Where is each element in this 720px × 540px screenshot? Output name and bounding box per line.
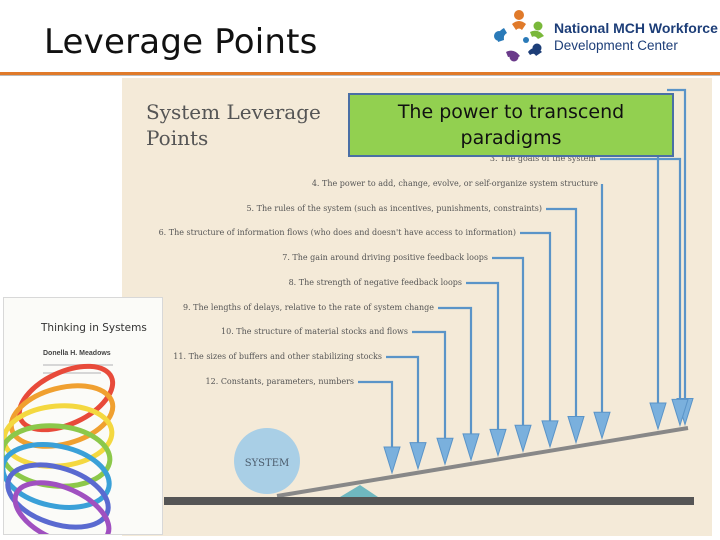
paradigm-callout: The power to transcend paradigms: [348, 93, 674, 157]
leverage-item-8-arrow-connector: [466, 281, 500, 434]
logo: National MCH Workforce Development Cente…: [488, 6, 718, 66]
leverage-item-10-arrow-connector: [412, 330, 447, 443]
leverage-item-6-arrow-connector: [520, 231, 552, 425]
book-author: Donella H. Meadows: [43, 350, 111, 357]
leverage-item-5-arrow-arrowhead: [567, 416, 585, 445]
diagram-heading-line1: System Leverage: [146, 100, 321, 124]
leverage-item-12-arrow-connector: [358, 380, 394, 451]
leverage-item-label: 7. The gain around driving positive feed…: [282, 253, 488, 262]
leverage-item-9-arrow-arrowhead: [462, 433, 480, 462]
leverage-item-7-arrow-connector: [492, 256, 525, 430]
logo-text: National MCH Workforce Development Cente…: [554, 20, 718, 54]
leverage-item-5-arrow-connector: [546, 207, 578, 421]
leverage-item-11-arrow-connector: [386, 355, 420, 447]
leverage-item-3-arrow-connector: [600, 157, 682, 404]
leverage-item-label: 11. The sizes of buffers and other stabi…: [173, 352, 382, 361]
leverage-item-8-arrow-arrowhead: [489, 428, 507, 458]
title-divider-gray: [0, 75, 720, 76]
lever-beam: [276, 426, 689, 498]
leverage-item-12-arrow-arrowhead: [383, 446, 401, 475]
ground-bar: [164, 497, 694, 505]
leverage-item-label: 4. The power to add, change, evolve, or …: [312, 179, 598, 188]
diagram-heading-line2: Points: [146, 126, 208, 150]
leverage-item-label: 8. The strength of negative feedback loo…: [289, 278, 462, 287]
leverage-item-label: 9. The lengths of delays, relative to th…: [183, 303, 434, 312]
logo-line1: National MCH Workforce: [554, 20, 718, 36]
fulcrum: [340, 485, 378, 497]
leverage-item-7-arrow-arrowhead: [514, 424, 532, 453]
logo-line2: Development Center: [554, 38, 678, 53]
system-ball: [234, 428, 300, 494]
leverage-item-label: 3. The goals of the system: [490, 154, 597, 163]
level-2-arrow-arrowhead: [649, 402, 667, 431]
leverage-diagram: System Leverage Points 3. The goals of t…: [146, 88, 694, 505]
leverage-item-label: 6. The structure of information flows (w…: [159, 228, 516, 237]
level-2-arrow-connector: [642, 126, 660, 407]
leverage-item-4-arrow-arrowhead: [593, 411, 611, 440]
leverage-item-label: 5. The rules of the system (such as ince…: [246, 204, 542, 213]
leverage-item-9-arrow-connector: [438, 306, 473, 438]
title-divider-orange: [0, 72, 720, 75]
people-circle-logo-icon: [494, 10, 544, 62]
leverage-item-3-arrow-arrowhead: [671, 398, 689, 428]
system-label: SYSTEM: [245, 458, 290, 469]
leverage-item-label: 10. The structure of material stocks and…: [221, 327, 408, 336]
slide-title: Leverage Points: [44, 22, 318, 62]
book-cover: Thinking in Systems Donella H. Meadows: [3, 297, 163, 535]
book-subtitle-line: [43, 372, 101, 374]
leverage-item-10-arrow-arrowhead: [436, 437, 454, 466]
leverage-item-label: 12. Constants, parameters, numbers: [206, 377, 354, 386]
book-title: Thinking in Systems: [41, 322, 147, 334]
leverage-item-6-arrow-arrowhead: [541, 420, 559, 449]
level-1-arrow-connector: [667, 88, 687, 403]
leverage-item-11-arrow-arrowhead: [409, 442, 427, 471]
slinky-image: [4, 363, 116, 534]
